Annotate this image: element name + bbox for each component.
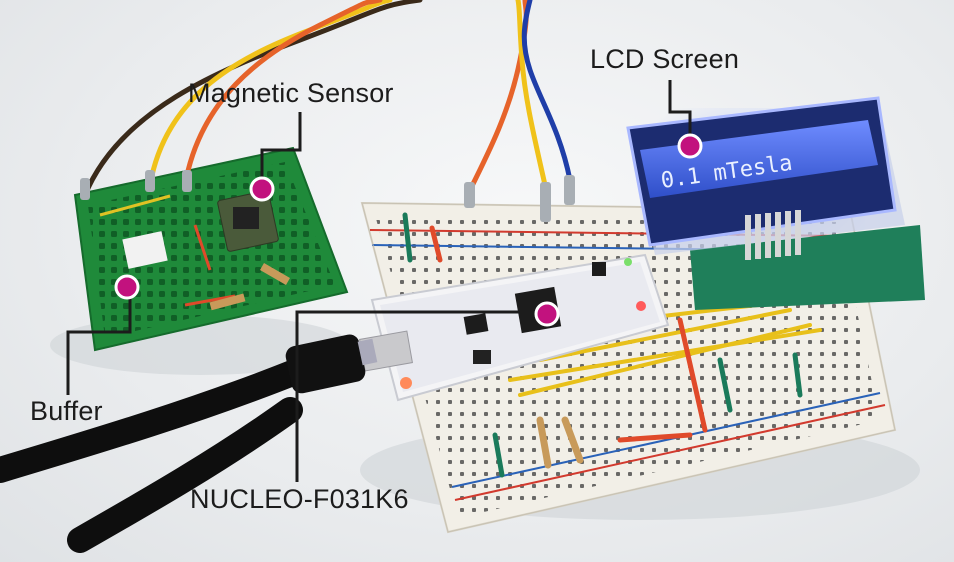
- magnetic-sensor-marker: [249, 176, 275, 202]
- magnetic-sensor-label: Magnetic Sensor: [188, 78, 394, 108]
- buffer-marker: [114, 274, 140, 300]
- nucleo-board: [359, 253, 670, 402]
- callout-markers: [114, 133, 703, 327]
- nucleo-label: NUCLEO-F031K6: [190, 484, 409, 514]
- lcd-pins: [745, 210, 801, 260]
- buffer-label: Buffer: [30, 396, 103, 426]
- twisted-wires: [82, 0, 573, 198]
- lcd-marker: [677, 133, 703, 159]
- wire-plugs: [80, 170, 575, 222]
- lcd-screen-label: LCD Screen: [590, 44, 740, 74]
- green-breadboard: [73, 146, 349, 352]
- lcd-module: 0.1 mTesla: [626, 96, 925, 310]
- callout-lines: [66, 80, 692, 482]
- nucleo-marker: [534, 301, 560, 327]
- usb-cable: [0, 334, 378, 553]
